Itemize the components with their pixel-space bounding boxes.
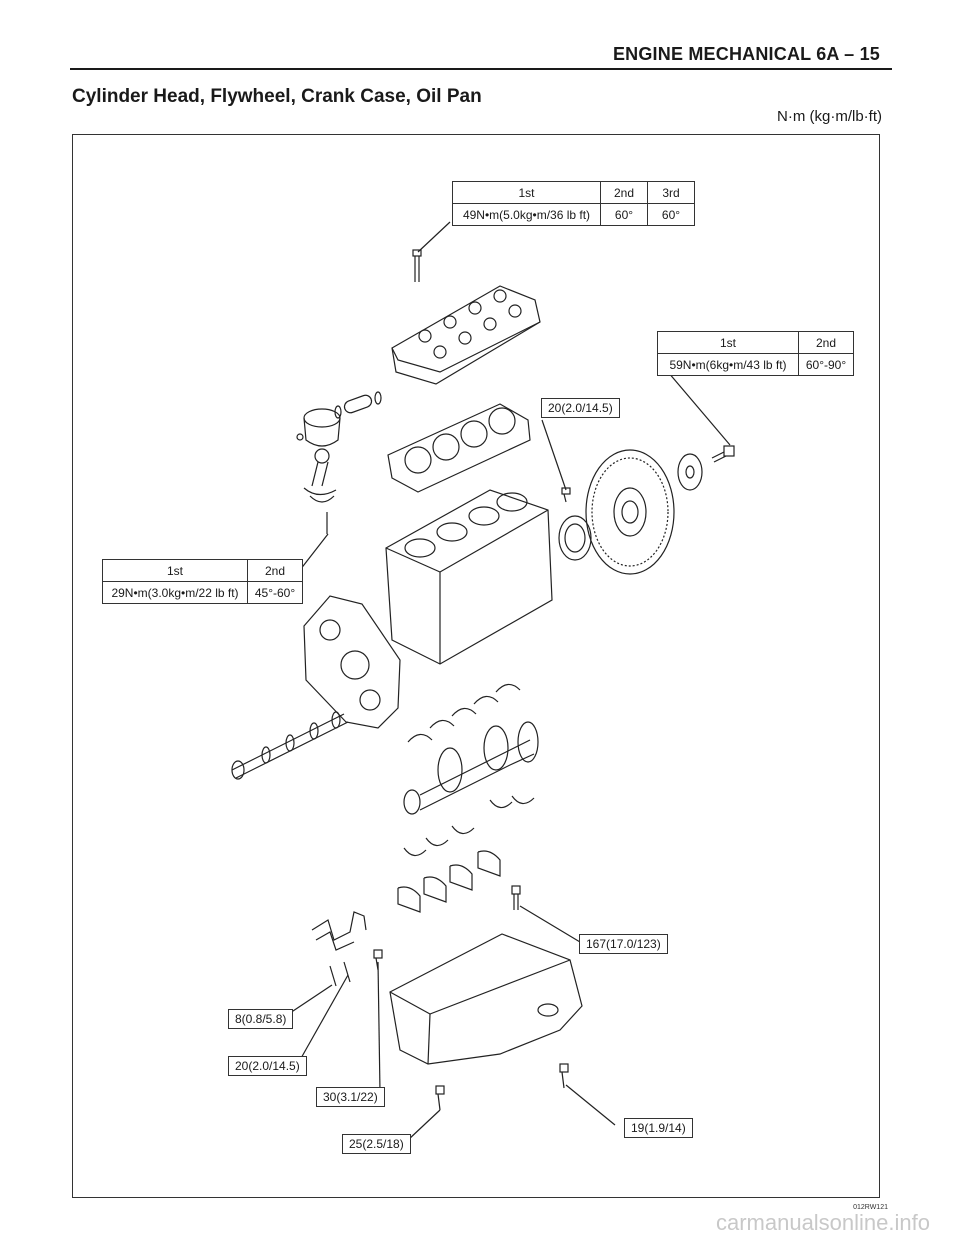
leader-20b xyxy=(299,974,349,1061)
table-value-cell: 60° xyxy=(600,203,648,226)
table-value-cell: 59N•m(6kg•m/43 lb ft) xyxy=(657,353,799,376)
leader-head-bolt xyxy=(417,221,451,253)
torque-callout-bolt: 30(3.1/22) xyxy=(316,1087,385,1107)
flywheel xyxy=(585,449,675,575)
diagram-frame xyxy=(72,134,880,1198)
torque-callout-bolt: 8(0.8/5.8) xyxy=(228,1009,294,1029)
table-header-cell: 3rd xyxy=(647,181,695,204)
torque-callout-bolt: 25(2.5/18) xyxy=(342,1134,411,1154)
table-header-cell: 1st xyxy=(657,331,799,354)
header-rule xyxy=(70,68,892,70)
leader-flywheel-bolt xyxy=(667,371,731,446)
table-header-cell: 2nd xyxy=(600,181,648,204)
oil-pan xyxy=(389,933,583,1065)
table-header-cell: 1st xyxy=(452,181,601,204)
crankshaft xyxy=(403,721,539,815)
connecting-rod xyxy=(303,448,337,534)
strainer-bolts xyxy=(329,949,383,987)
bolt-20a xyxy=(561,487,571,503)
torque-units: N·m (kg·m/lb·ft) xyxy=(777,108,882,125)
table-header-cell: 1st xyxy=(102,559,248,582)
table-header-cell: 2nd xyxy=(247,559,303,582)
torque-table-flywheel-bolt: 1st 2nd 59N•m(6kg•m/43 lb ft) 60°-90° xyxy=(657,331,854,376)
leader-20a xyxy=(541,419,567,491)
piston-assembly xyxy=(296,391,382,447)
table-value-cell: 45°-60° xyxy=(247,581,303,604)
flywheel-plate xyxy=(677,453,703,491)
leader-30 xyxy=(377,961,381,1093)
torque-callout-bolt: 19(1.9/14) xyxy=(624,1118,693,1138)
head-gasket xyxy=(387,403,531,493)
upper-main-bearings xyxy=(407,683,521,743)
flywheel-bolt xyxy=(711,445,735,463)
leader-conrod-bolt xyxy=(299,533,329,571)
leader-8 xyxy=(289,984,333,1014)
lower-main-bearings xyxy=(403,795,535,857)
main-bearing-caps xyxy=(397,850,501,913)
torque-table-cylinder-head-bolt: 1st 2nd 3rd 49N•m(5.0kg•m/36 lb ft) 60° … xyxy=(452,181,695,226)
table-value-cell: 60°-90° xyxy=(798,353,854,376)
camshaft xyxy=(231,711,349,780)
watermark: carmanualsonline.info xyxy=(715,1210,930,1235)
head-bolt xyxy=(412,249,422,282)
leader-19 xyxy=(565,1084,616,1126)
table-value-cell: 49N•m(5.0kg•m/36 lb ft) xyxy=(452,203,601,226)
table-value-cell: 60° xyxy=(647,203,695,226)
torque-callout-bolt: 20(2.0/14.5) xyxy=(541,398,620,418)
torque-callout-bearing-cap: 167(17.0/123) xyxy=(579,934,668,954)
figure-code: 012RW121 xyxy=(853,1204,888,1211)
cylinder-head xyxy=(391,285,541,385)
table-header-cell: 2nd xyxy=(798,331,854,354)
table-value-cell: 29N•m(3.0kg•m/22 lb ft) xyxy=(102,581,248,604)
torque-table-conrod-bolt: 1st 2nd 29N•m(3.0kg•m/22 lb ft) 45°-60° xyxy=(102,559,303,604)
section-title: Cylinder Head, Flywheel, Crank Case, Oil… xyxy=(72,86,482,107)
torque-callout-bolt: 20(2.0/14.5) xyxy=(228,1056,307,1076)
bearing-cap-bolt xyxy=(511,885,521,910)
rear-oil-seal xyxy=(558,515,592,561)
oil-pan-bolts xyxy=(435,1063,569,1111)
oil-strainer xyxy=(311,911,367,951)
leader-167 xyxy=(519,905,581,943)
page-header-title: ENGINE MECHANICAL 6A – 15 xyxy=(612,44,880,64)
cylinder-block xyxy=(385,489,553,665)
leader-25 xyxy=(407,1109,441,1141)
timing-gear-case xyxy=(303,595,401,729)
